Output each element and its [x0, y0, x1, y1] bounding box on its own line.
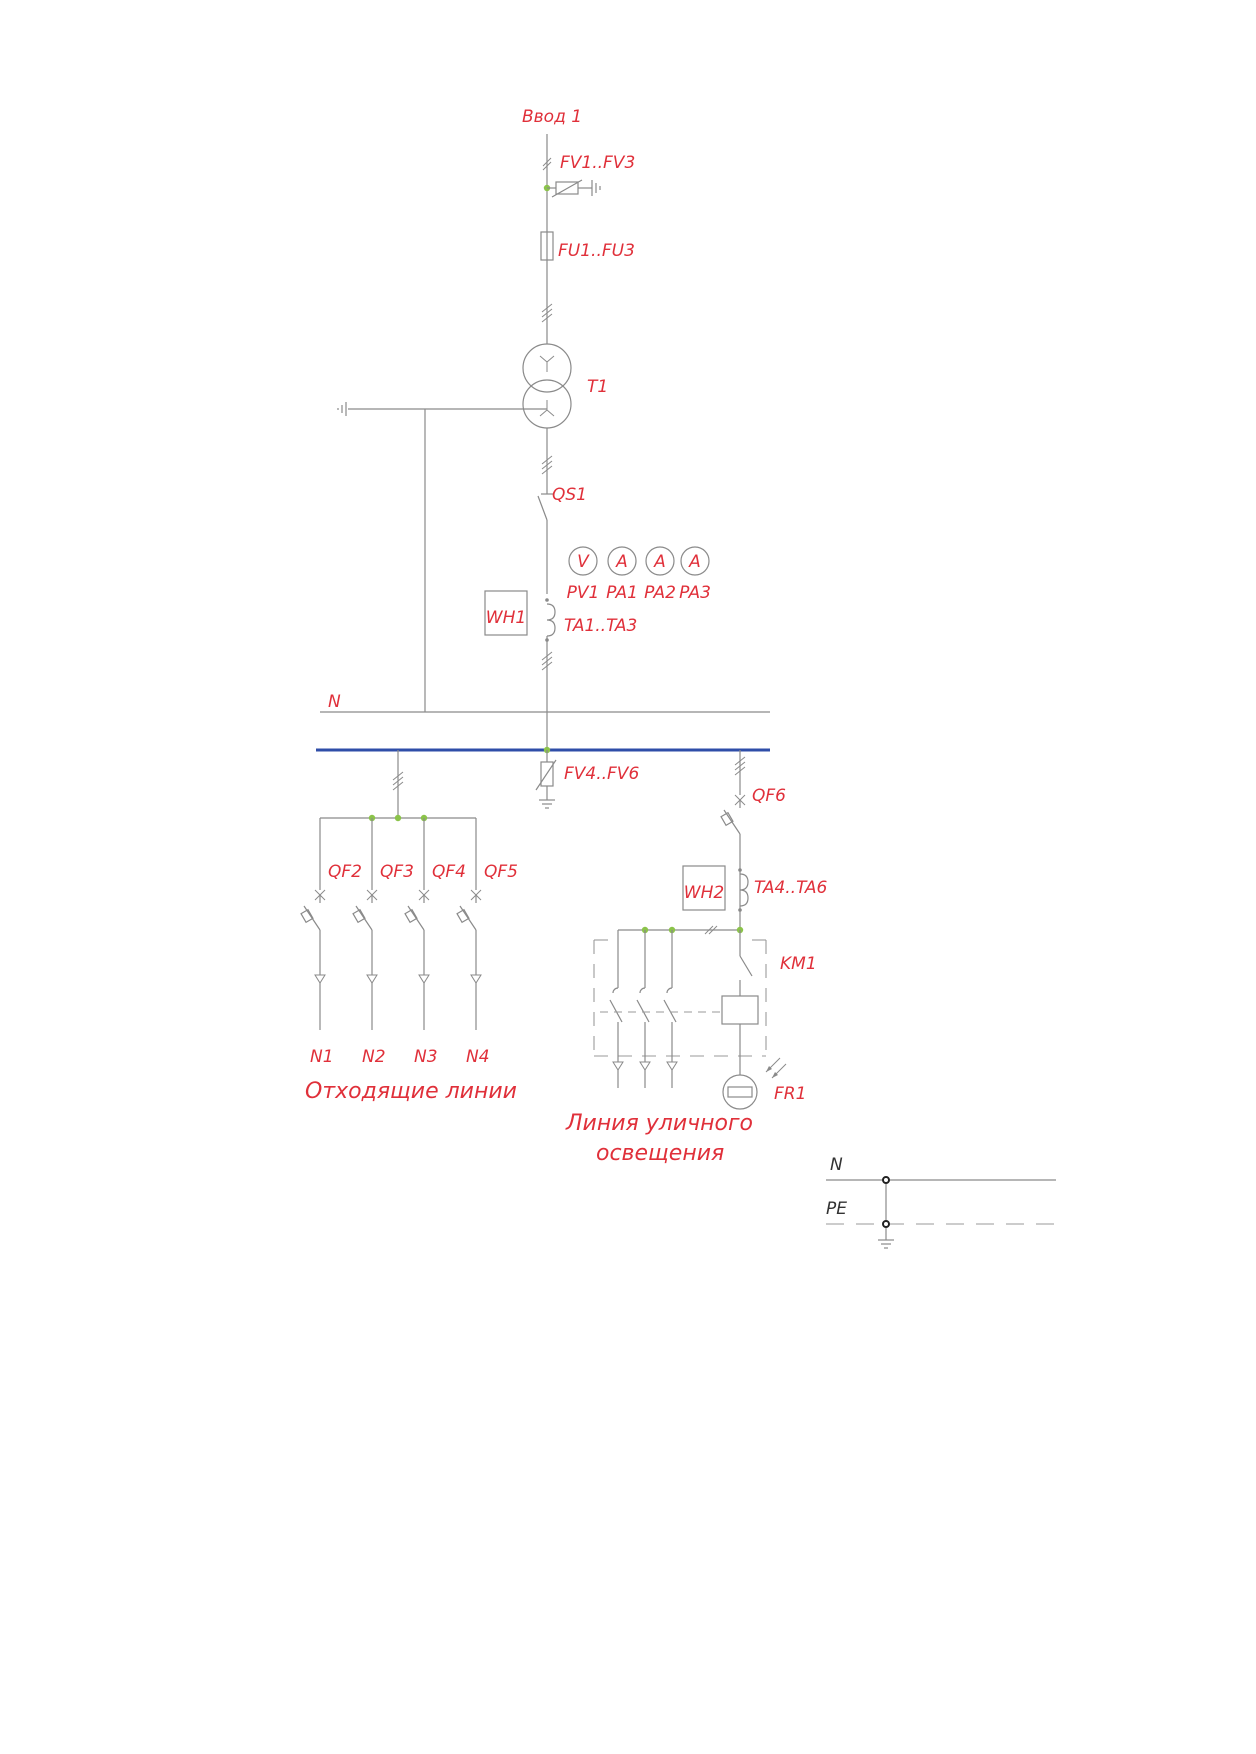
- caption-street-light-line-2: освещения: [596, 1141, 724, 1166]
- photo-relay-label: FR1: [774, 1084, 806, 1104]
- caption-outgoing-lines: Отходящие линии: [305, 1079, 517, 1104]
- neutral-bus-label: N: [328, 692, 341, 712]
- surge-arrester-fv4-fv6: FV4..FV6: [535, 746, 639, 809]
- contactor-coil-km1: KM1: [721, 930, 817, 1076]
- neutral-ground-line: [337, 402, 547, 712]
- legend-n-label: N: [830, 1155, 843, 1175]
- ct-main-label: TA1..TA3: [564, 616, 637, 636]
- meter-main-label: WH1: [486, 608, 526, 628]
- instrument-symbol: A: [615, 552, 628, 572]
- triple-tick-2: [541, 303, 553, 323]
- instrument-symbol: A: [653, 552, 666, 572]
- instrument-ammeter-3: A PA3: [679, 546, 711, 603]
- feeder-line-label: N4: [466, 1047, 490, 1067]
- feeder-line-label: N1: [310, 1047, 334, 1067]
- outgoing-feeders: [320, 750, 476, 822]
- contactor-pole-1: [609, 930, 624, 1088]
- instrument-tag: PA2: [644, 583, 676, 603]
- instrument-tag: PV1: [567, 583, 600, 603]
- surge-in-label: FV1..FV3: [560, 153, 635, 173]
- feeder-breaker-label: QF5: [484, 862, 518, 882]
- instrument-tag: PA3: [679, 583, 711, 603]
- measuring-instruments: V PV1 A PA1 A PA2 A PA3: [567, 546, 711, 603]
- legend-pe-label: PE: [826, 1199, 847, 1219]
- triple-tick-1: [542, 157, 552, 171]
- instrument-tag: PA1: [606, 583, 638, 603]
- n-pe-legend: N PE: [826, 1155, 1056, 1249]
- neutral-bus: N: [320, 692, 770, 713]
- instrument-ammeter-2: A PA2: [644, 546, 676, 603]
- feeder-breaker-label: QF2: [328, 862, 362, 882]
- surge-arrester-fv1-fv3: FV1..FV3: [543, 153, 635, 198]
- feeder-breaker-label: QF3: [380, 862, 414, 882]
- surge-bus-label: FV4..FV6: [564, 764, 639, 784]
- instrument-voltmeter: V PV1: [567, 546, 600, 603]
- triple-tick-4: [541, 651, 553, 671]
- ct-light-label: TA4..TA6: [754, 878, 828, 898]
- instrument-ammeter-1: A PA1: [606, 546, 638, 603]
- meter-wh1: WH1: [484, 590, 528, 636]
- contactor-pole-2: [636, 930, 651, 1088]
- street-lighting-branch: QF6 WH2 TA4..TA6: [565, 750, 828, 1166]
- instrument-symbol: A: [688, 552, 701, 572]
- transformer-t1: T1: [522, 343, 608, 429]
- feeder-line-label: N2: [362, 1047, 386, 1067]
- breaker-light-label: QF6: [752, 786, 786, 806]
- fuses-fu1-fu3: FU1..FU3: [540, 231, 635, 261]
- feeder-line-label: N3: [414, 1047, 438, 1067]
- disconnector-label: QS1: [552, 485, 587, 505]
- fuses-label: FU1..FU3: [558, 241, 635, 261]
- contactor-label: KM1: [780, 954, 817, 974]
- caption-street-light-line-1: Линия уличного: [565, 1111, 753, 1136]
- current-transformer-ta1-ta3: TA1..TA3: [545, 598, 637, 642]
- contactor-pole-3: [663, 930, 678, 1088]
- feeder-breaker-label: QF4: [432, 862, 466, 882]
- photo-relay-fr1: FR1: [722, 1057, 806, 1110]
- input-title: Ввод 1: [522, 107, 582, 127]
- triple-tick-3: [541, 455, 553, 475]
- transformer-label: T1: [587, 377, 608, 397]
- meter-light-label: WH2: [684, 883, 724, 903]
- instrument-symbol: V: [577, 552, 590, 572]
- disconnector-qs1: QS1: [537, 485, 587, 594]
